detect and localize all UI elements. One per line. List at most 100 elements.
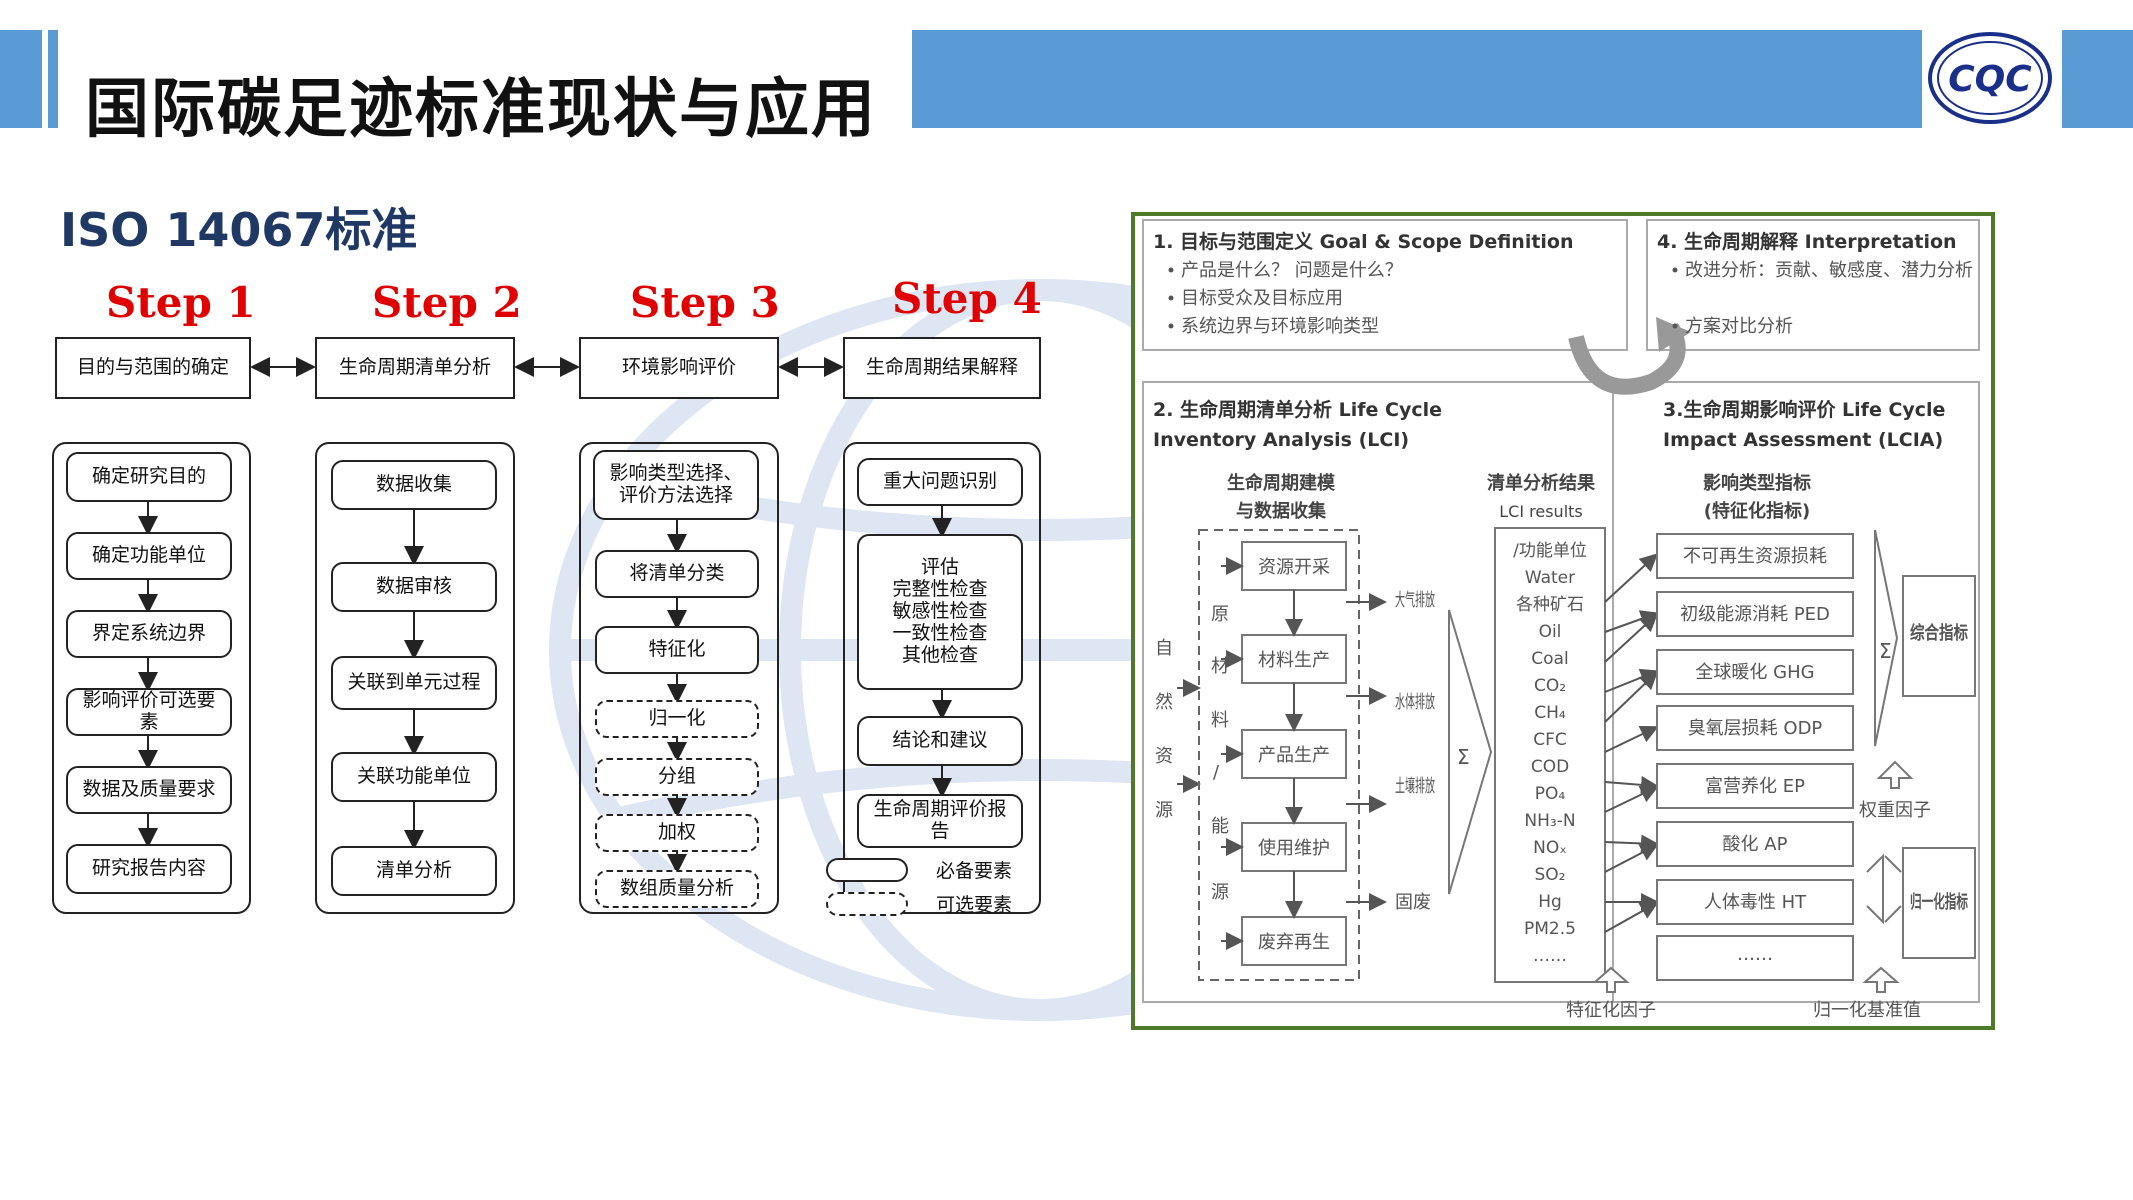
weight-factor-label: 权重因子: [1859, 800, 1931, 821]
legend-optional-swatch: [826, 892, 908, 916]
step-3-item: 将清单分类: [595, 550, 759, 598]
up-arrow-icon: [1592, 966, 1630, 993]
stage-box: 废弃再生: [1258, 932, 1330, 953]
stage-box: 材料生产: [1258, 650, 1330, 671]
modeling-title: 生命周期建模: [1227, 472, 1336, 494]
raw-energy-char: 原: [1211, 604, 1229, 625]
step-2-header: 生命周期清单分析: [315, 337, 515, 399]
lci-result-item: CH₄: [1534, 703, 1566, 723]
stage-box: 资源开采: [1258, 557, 1330, 578]
step-3-item: 特征化: [595, 626, 759, 674]
impact-indicator: 全球暖化 GHG: [1695, 662, 1814, 683]
lci-title: Inventory Analysis (LCI): [1153, 429, 1409, 451]
stage-box: 使用维护: [1258, 838, 1330, 859]
step-2-item: 数据审核: [331, 562, 497, 612]
emission-water: 水体排放: [1395, 692, 1435, 713]
indicator-title: 影响类型指标: [1703, 472, 1811, 494]
section-subtitle: ISO 14067标准: [60, 203, 418, 257]
lci-title: 2. 生命周期清单分析 Life Cycle: [1153, 398, 1442, 421]
up-arrow-icon: [1862, 966, 1900, 993]
norm-base-label: 归一化基准值: [1813, 1000, 1921, 1021]
step-3-item-optional: 数组质量分析: [595, 870, 759, 908]
step-1-item: 影响评价可选要素: [66, 688, 232, 736]
impact-indicator: 富营养化 EP: [1705, 776, 1805, 797]
legend-required-label: 必备要素: [936, 860, 1013, 882]
step-3-header: 环境影响评价: [579, 337, 779, 399]
interpretation-panel: [1646, 219, 1980, 351]
raw-energy-char: /: [1213, 762, 1220, 783]
interp-title: 4. 生命周期解释 Interpretation: [1657, 230, 1957, 253]
lcia-title: 3.生命周期影响评价 Life Cycle: [1663, 398, 1945, 421]
lci-result-item: PO₄: [1535, 784, 1566, 804]
step-2-item: 关联到单元过程: [331, 656, 497, 710]
modeling-title: 与数据收集: [1236, 500, 1327, 522]
page-title: 国际碳足迹标准现状与应用: [85, 73, 877, 147]
up-arrow-icon: [1876, 760, 1914, 789]
step-3-item-optional: 归一化: [595, 700, 759, 738]
raw-energy-char: 源: [1211, 882, 1229, 903]
emission-air: 大气排放: [1395, 590, 1435, 611]
impact-indicator: ……: [1737, 944, 1773, 965]
step-1-item: 确定功能单位: [66, 532, 232, 580]
lci-result-item: CO₂: [1534, 676, 1566, 696]
legend-required-swatch: [826, 858, 908, 882]
natural-resources-char: 自: [1155, 638, 1173, 659]
modeling-dashed-box: [1198, 529, 1360, 981]
step-3-label: Step 3: [630, 278, 780, 327]
composite-indicator: 综合指标: [1910, 622, 1968, 644]
lci-result-item: NH₃-N: [1524, 811, 1575, 831]
lci-result-item: Water: [1525, 568, 1575, 588]
logo-text: CQC: [1948, 59, 2032, 100]
impact-indicator: 初级能源消耗 PED: [1680, 604, 1830, 625]
curved-arrow-icon: [1568, 323, 1686, 395]
goal-title: 1. 目标与范围定义 Goal & Scope Definition: [1153, 230, 1574, 253]
indicator-title: (特征化指标): [1704, 500, 1810, 522]
step-2-item: 数据收集: [331, 460, 497, 510]
lci-result-item: Oil: [1539, 622, 1562, 642]
step-4-column: [843, 442, 1041, 914]
natural-resources-char: 资: [1155, 746, 1173, 767]
lci-result-item: 各种矿石: [1516, 595, 1584, 615]
double-arrow-icon: [1866, 853, 1902, 925]
impact-indicator: 酸化 AP: [1723, 834, 1788, 855]
natural-resources-char: 然: [1155, 692, 1173, 713]
composite-indicator-box: [1902, 575, 1976, 697]
raw-energy-char: 料: [1211, 710, 1229, 731]
step-1-column: [52, 442, 251, 914]
lci-result-item: COD: [1531, 757, 1569, 777]
step-3-column: [579, 442, 779, 914]
lci-result-item: Coal: [1531, 649, 1568, 669]
header-far-right-bar: [2062, 30, 2133, 128]
step-1-label: Step 1: [106, 278, 256, 327]
step-4-item: 结论和建议: [857, 716, 1023, 766]
lci-result-item: ……: [1533, 946, 1567, 966]
step-3-item-optional: 加权: [595, 814, 759, 852]
goal-panel: [1142, 219, 1628, 351]
legend-optional-label: 可选要素: [936, 894, 1013, 916]
impact-indicator: 臭氧层损耗 ODP: [1688, 718, 1823, 739]
step-4-item: 生命周期评价报告: [857, 794, 1023, 848]
lcia-title: Impact Assessment (LCIA): [1663, 429, 1943, 451]
step-2-label: Step 2: [372, 278, 522, 327]
lci-sum-symbol: Σ: [1457, 745, 1470, 769]
emission-solid: 固废: [1395, 892, 1431, 913]
step-2-column: [315, 442, 515, 914]
header-right-bar: [912, 30, 1922, 128]
impact-indicator: 不可再生资源损耗: [1683, 546, 1827, 567]
lci-result-item: SO₂: [1535, 865, 1566, 885]
step-4-item: 评估 完整性检查 敏感性检查 一致性检查 其他检查: [857, 534, 1023, 690]
lci-results-subtitle: LCI results: [1499, 502, 1583, 521]
step-1-item: 界定系统边界: [66, 610, 232, 658]
goal-bullet: 目标受众及目标应用: [1181, 288, 1343, 309]
lci-result-item: NOₓ: [1533, 838, 1567, 858]
stage-box: 产品生产: [1258, 745, 1330, 766]
cqc-logo: CQC: [1928, 32, 2052, 124]
step-1-item: 确定研究目的: [66, 452, 232, 502]
step-4-header: 生命周期结果解释: [843, 337, 1041, 399]
emission-soil: 土壤排放: [1395, 776, 1435, 797]
step-4-item: 重大问题识别: [857, 458, 1023, 506]
step-1-item: 数据及质量要求: [66, 766, 232, 814]
interp-bullet: 改进分析：贡献、敏感度、潜力分析: [1685, 260, 1973, 281]
impact-indicator: 人体毒性 HT: [1704, 892, 1807, 913]
